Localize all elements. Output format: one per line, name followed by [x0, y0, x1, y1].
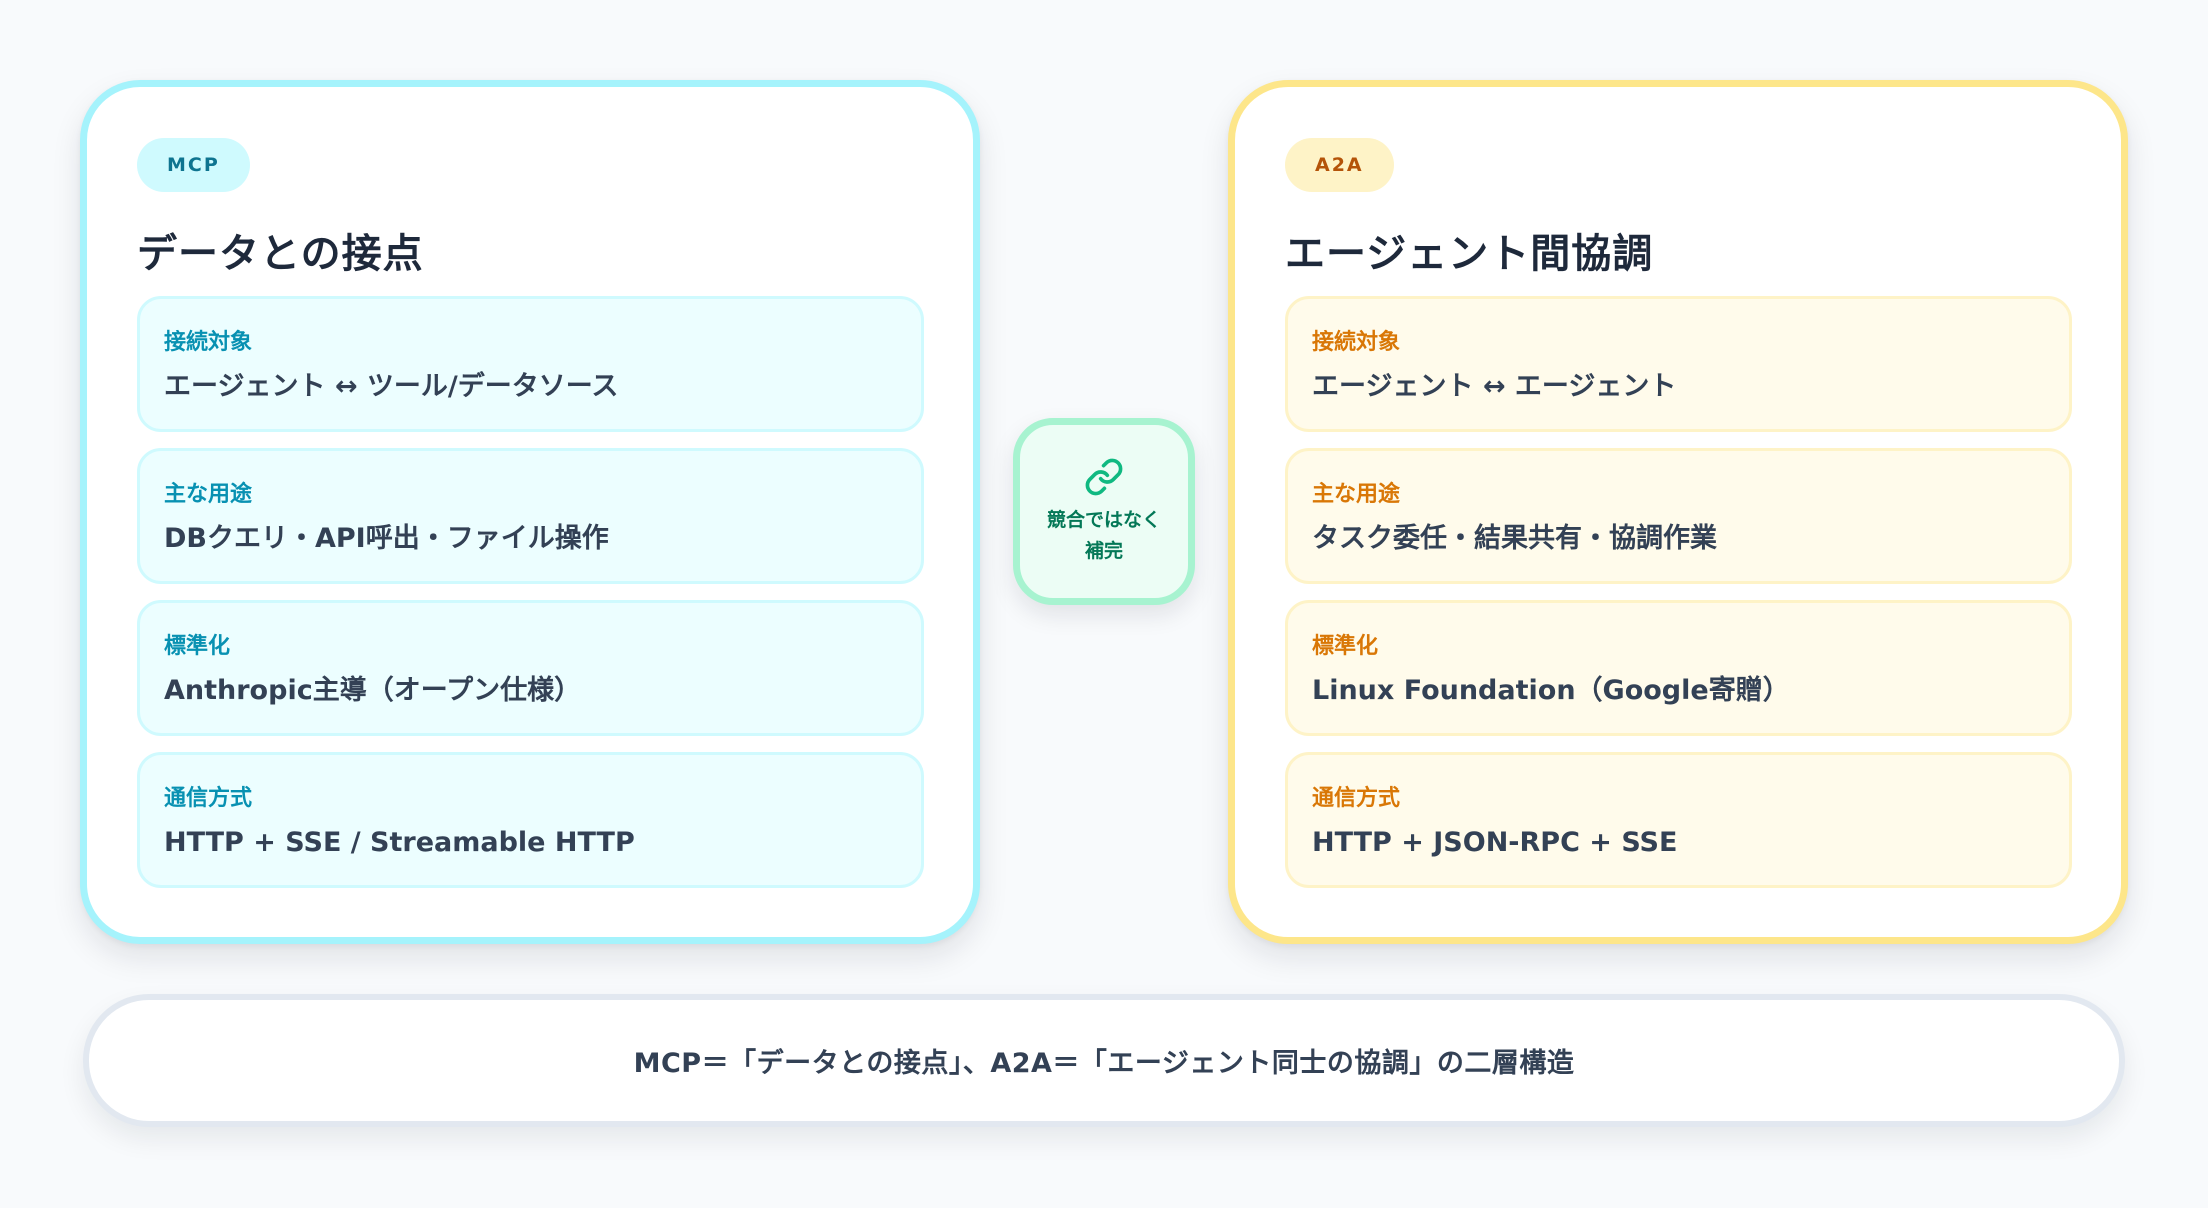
- mcp-title: データとの接点: [137, 231, 424, 277]
- item-value: HTTP + JSON-RPC + SSE: [1312, 827, 1678, 858]
- item-label: 標準化: [1312, 634, 1379, 659]
- mcp-item-list: 接続対象 エージェント ↔ ツール/データソース 主な用途 DBクエリ・API呼…: [137, 296, 924, 904]
- a2a-badge: A2A: [1285, 138, 1394, 192]
- item-label: 通信方式: [164, 786, 253, 811]
- mcp-item-communication: 通信方式 HTTP + SSE / Streamable HTTP: [137, 752, 924, 888]
- item-value: タスク委任・結果共有・協調作業: [1312, 523, 1717, 554]
- item-label: 接続対象: [164, 330, 253, 355]
- a2a-card: A2A エージェント間協調 接続対象 エージェント ↔ エージェント 主な用途 …: [1228, 80, 2128, 944]
- mcp-item-connection-target: 接続対象 エージェント ↔ ツール/データソース: [137, 296, 924, 432]
- link-icon: [1085, 458, 1123, 495]
- mcp-item-standardization: 標準化 Anthropic主導（オープン仕様）: [137, 600, 924, 736]
- item-label: 標準化: [164, 634, 231, 659]
- summary-text: MCP＝「データとの接点」、A2A＝「エージェント同士の協調」の二層構造: [633, 1048, 1575, 1079]
- complement-text-line2: 補完: [1084, 539, 1123, 562]
- mcp-card: MCP データとの接点 接続対象 エージェント ↔ ツール/データソース 主な用…: [80, 80, 980, 944]
- a2a-title: エージェント間協調: [1285, 231, 1654, 277]
- item-value: DBクエリ・API呼出・ファイル操作: [164, 523, 609, 554]
- complement-text-line1: 競合ではなく: [1046, 508, 1161, 531]
- item-label: 主な用途: [164, 482, 253, 507]
- item-label: 通信方式: [1312, 786, 1401, 811]
- item-value: エージェント ↔ ツール/データソース: [164, 371, 619, 402]
- a2a-item-list: 接続対象 エージェント ↔ エージェント 主な用途 タスク委任・結果共有・協調作…: [1285, 296, 2072, 904]
- mcp-badge: MCP: [137, 138, 250, 192]
- item-value: Anthropic主導（オープン仕様）: [164, 675, 582, 706]
- summary-banner: MCP＝「データとの接点」、A2A＝「エージェント同士の協調」の二層構造: [83, 994, 2125, 1127]
- item-value: Linux Foundation（Google寄贈）: [1312, 675, 1790, 706]
- complement-badge: 競合ではなく 補完: [1013, 418, 1195, 605]
- a2a-item-standardization: 標準化 Linux Foundation（Google寄贈）: [1285, 600, 2072, 736]
- item-value: HTTP + SSE / Streamable HTTP: [164, 827, 635, 858]
- mcp-item-main-use: 主な用途 DBクエリ・API呼出・ファイル操作: [137, 448, 924, 584]
- item-label: 接続対象: [1312, 330, 1401, 355]
- item-value: エージェント ↔ エージェント: [1312, 371, 1677, 402]
- a2a-item-main-use: 主な用途 タスク委任・結果共有・協調作業: [1285, 448, 2072, 584]
- item-label: 主な用途: [1312, 482, 1401, 507]
- a2a-item-communication: 通信方式 HTTP + JSON-RPC + SSE: [1285, 752, 2072, 888]
- a2a-item-connection-target: 接続対象 エージェント ↔ エージェント: [1285, 296, 2072, 432]
